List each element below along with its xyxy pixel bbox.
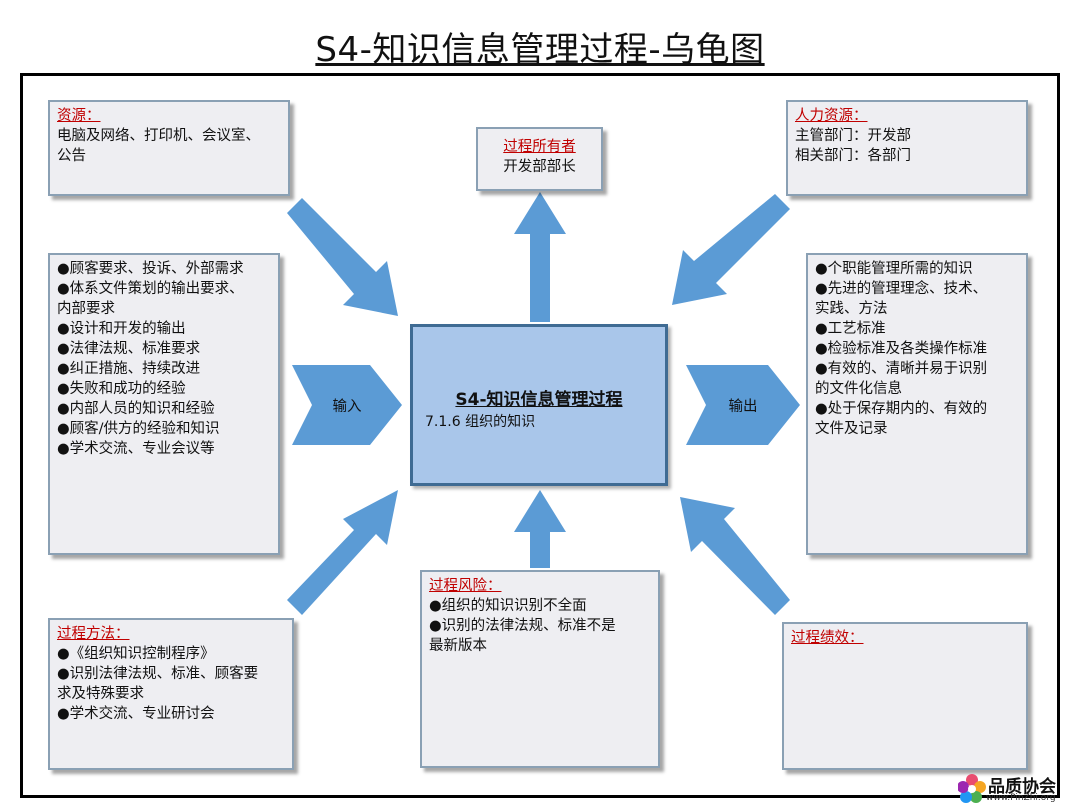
logo-url: www.PinZhi.org [986, 793, 1056, 803]
outputs-line: ●有效的、清晰并易于识别 [815, 361, 988, 377]
inputs-line: ●失败和成功的经验 [57, 381, 186, 397]
center-subtitle: 7.1.6 组织的知识 [425, 414, 536, 430]
input-arrow-icon [292, 365, 402, 445]
outputs-line: 实践、方法 [815, 301, 888, 317]
outputs-line: ●先进的管理理念、技术、 [815, 281, 988, 297]
arrow-hr-icon [672, 194, 790, 305]
inputs-line: ●顾客要求、投诉、外部需求 [57, 261, 244, 277]
outputs-line: 文件及记录 [815, 421, 888, 437]
outputs-line: ●工艺标准 [815, 321, 886, 337]
input-arrow-label: 输入 [332, 399, 362, 415]
methods-line: 求及特殊要求 [57, 686, 144, 702]
risks-heading: 过程风险： [429, 578, 502, 594]
center-title: S4-知识信息管理过程 [455, 390, 623, 410]
arrow-performance-icon [680, 497, 790, 615]
methods-line: ●学术交流、专业研讨会 [57, 706, 215, 722]
inputs-line: ●体系文件策划的输出要求、 [57, 281, 244, 297]
inputs-box: ●顾客要求、投诉、外部需求 ●体系文件策划的输出要求、 内部要求 ●设计和开发的… [48, 253, 280, 555]
outputs-line: ●检验标准及各类操作标准 [815, 341, 988, 357]
inputs-line: ●设计和开发的输出 [57, 321, 186, 337]
performance-box: 过程绩效： [782, 622, 1028, 770]
output-arrow-icon [686, 365, 800, 445]
inputs-line: ●内部人员的知识和经验 [57, 401, 215, 417]
risks-line: ●识别的法律法规、标准不是 [429, 618, 616, 634]
page-title: S4-知识信息管理过程-乌龟图 [315, 30, 765, 70]
risks-line: ●组织的知识识别不全面 [429, 598, 587, 614]
arrow-resources-icon [287, 198, 398, 316]
arrow-risks-icon [514, 490, 566, 568]
methods-box: 过程方法： ●《组织知识控制程序》 ●识别法律法规、标准、顾客要 求及特殊要求 … [48, 618, 294, 770]
resources-line: 电脑及网络、打印机、会议室、 [57, 128, 260, 144]
inputs-line: ●法律法规、标准要求 [57, 341, 201, 357]
owner-box: 过程所有者 开发部部长 [476, 127, 603, 191]
hr-heading: 人力资源： [795, 108, 868, 124]
logo-text: 品质协会 [988, 777, 1056, 797]
methods-line: ●《组织知识控制程序》 [57, 646, 215, 662]
inputs-line: ●顾客/供方的经验和知识 [57, 421, 220, 437]
performance-heading: 过程绩效： [791, 630, 864, 646]
outputs-line: 的文件化信息 [815, 381, 902, 397]
arrow-methods-icon [287, 490, 398, 615]
outputs-line: ●处于保存期内的、有效的 [815, 401, 988, 417]
outputs-line: ●个职能管理所需的知识 [815, 261, 973, 277]
hr-line: 主管部门：开发部 [795, 128, 911, 144]
hr-box: 人力资源： 主管部门：开发部 相关部门：各部门 [786, 100, 1028, 196]
resources-box: 资源： 电脑及网络、打印机、会议室、 公告 [48, 100, 290, 196]
owner-line: 开发部部长 [503, 159, 576, 175]
owner-heading: 过程所有者 [503, 139, 576, 155]
diagram-frame [20, 73, 1060, 798]
inputs-line: ●纠正措施、持续改进 [57, 361, 201, 377]
resources-heading: 资源： [57, 108, 101, 124]
risks-box: 过程风险： ●组织的知识识别不全面 ●识别的法律法规、标准不是 最新版本 [420, 570, 660, 768]
arrow-owner-icon [514, 192, 566, 322]
inputs-line: 内部要求 [57, 301, 115, 317]
inputs-line: ●学术交流、专业会议等 [57, 441, 215, 457]
resources-line: 公告 [57, 148, 86, 164]
hr-line: 相关部门：各部门 [795, 148, 911, 164]
methods-line: ●识别法律法规、标准、顾客要 [57, 666, 259, 682]
logo: 品质协会 www.PinZhi.org [958, 772, 1070, 806]
center-process-box: S4-知识信息管理过程 7.1.6 组织的知识 [410, 324, 668, 486]
output-arrow-label: 输出 [728, 399, 758, 415]
logo-flower-icon [958, 774, 986, 803]
outputs-box: ●个职能管理所需的知识 ●先进的管理理念、技术、 实践、方法 ●工艺标准 ●检验… [806, 253, 1028, 555]
risks-line: 最新版本 [429, 638, 487, 654]
methods-heading: 过程方法： [57, 626, 130, 642]
